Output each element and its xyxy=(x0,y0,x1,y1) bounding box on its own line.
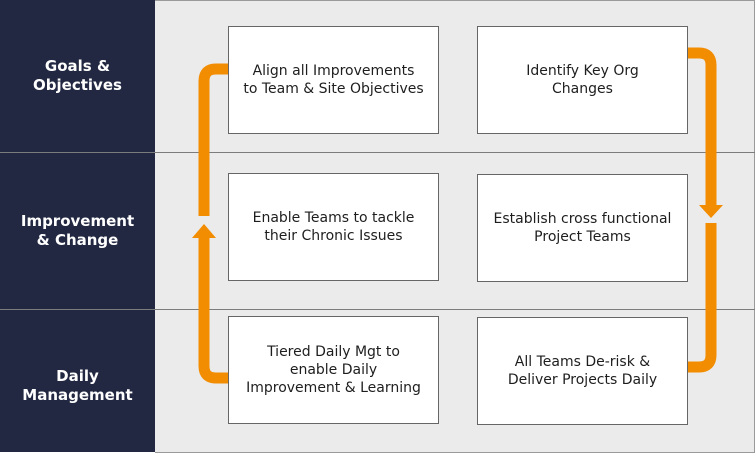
step-box-deliver-projects: All Teams De-risk & Deliver Projects Dai… xyxy=(477,317,688,425)
step-box-establish-project-teams: Establish cross functional Project Teams xyxy=(477,174,688,282)
step-box-identify-org-changes: Identify Key Org Changes xyxy=(477,26,688,134)
row-divider xyxy=(0,152,755,153)
arrow-head-down xyxy=(699,205,723,218)
arrow-left-top-segment xyxy=(198,63,229,216)
arrow-right-down-segment xyxy=(688,47,717,205)
arrow-right-bottom-segment xyxy=(688,223,717,373)
row-label-goals-objectives: Goals & Objectives xyxy=(33,57,122,94)
row-divider xyxy=(0,309,755,310)
step-box-tiered-daily-mgt: Tiered Daily Mgt to enable Daily Improve… xyxy=(228,316,439,424)
row-label-daily-management: Daily Management xyxy=(22,367,133,404)
arrow-left-up-segment xyxy=(198,238,229,384)
row-label-improvement-change: Improvement & Change xyxy=(20,212,135,249)
arrow-head-up xyxy=(192,224,216,238)
row-label-column xyxy=(0,0,155,452)
step-box-align-improvements: Align all Improvements to Team & Site Ob… xyxy=(228,26,439,134)
step-box-enable-teams: Enable Teams to tackle their Chronic Iss… xyxy=(228,173,439,281)
